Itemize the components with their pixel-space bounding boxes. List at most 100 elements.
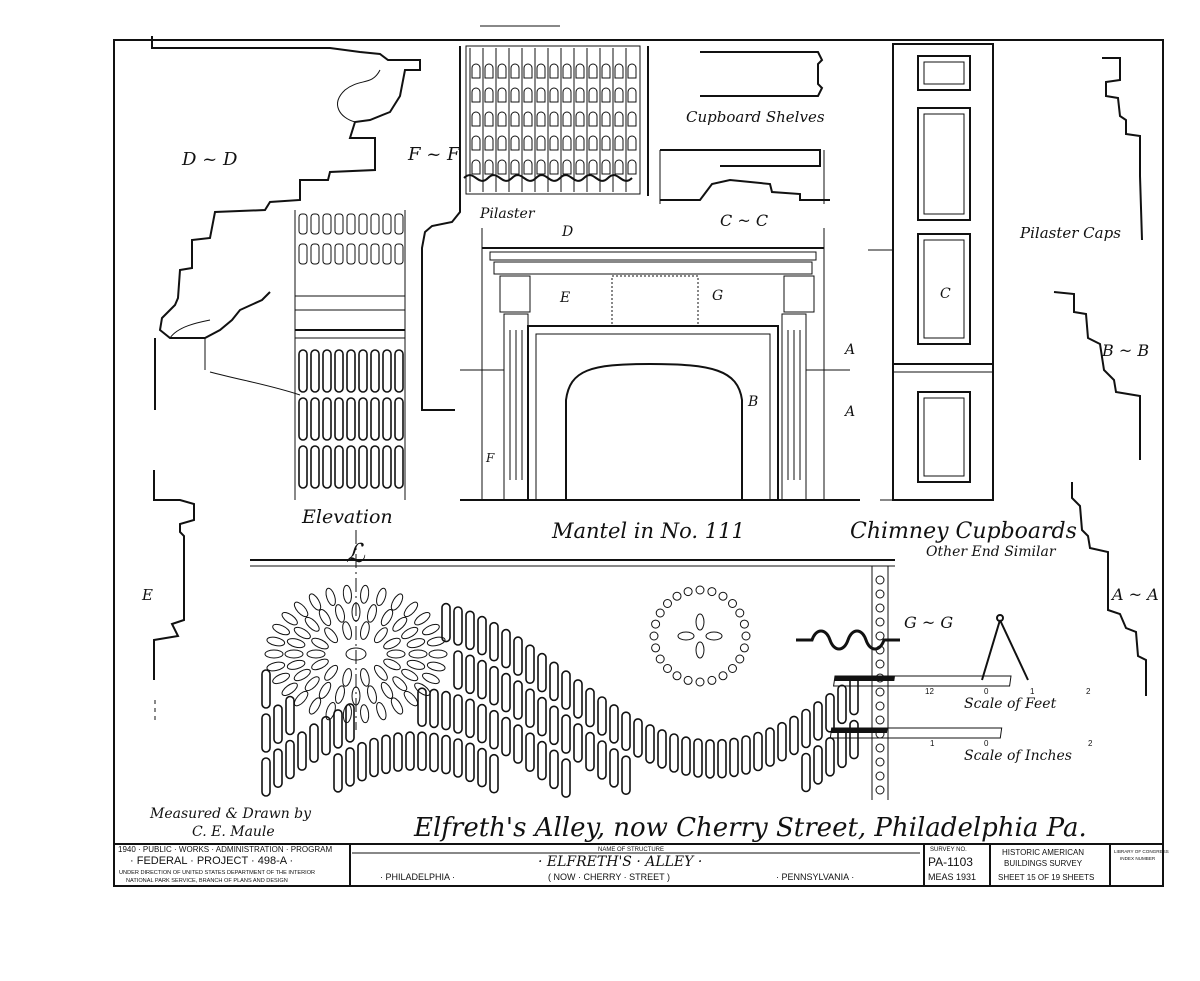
rosette-petal [311,658,329,671]
main-title: Elfreth's Alley, now Cherry Street, Phil… [413,813,1087,843]
frieze-slot [561,714,571,754]
frieze-slot [537,696,547,737]
rosette-petal [360,668,370,687]
rosette-petal [325,587,336,607]
frieze-slot [837,728,847,769]
frieze-dot [875,575,885,585]
frieze-slot [525,688,535,729]
rosette-petal [422,623,440,636]
elevation-slot [370,349,380,393]
rosette-petal [293,668,311,682]
label-dd: D ~ D [181,149,238,170]
rosette-petal [366,685,378,704]
rosette-petal [306,649,326,659]
label-bb: B ~ B [1101,341,1149,360]
frieze-dot [875,687,885,697]
flute-cap [536,87,546,103]
nps-line: NATIONAL PARK SERVICE, BRANCH OF PLANS A… [126,878,288,884]
frieze-slot [465,610,475,651]
frieze-slot [465,654,475,695]
frieze-slot [333,753,343,793]
wave-molding-ff [463,174,633,182]
frieze-slot [501,672,511,713]
flute-cap [510,135,520,151]
label-gg: G ~ G [904,613,953,632]
feet-tick-1: 1 [1030,687,1035,696]
profile-e [153,470,195,680]
frieze-slot [837,684,847,725]
elevation-slot [382,349,392,393]
elevation-slot [298,349,308,393]
rosette-petal [281,682,298,697]
frieze-slot [669,733,679,773]
flute-cap [575,159,585,175]
rosette-petal [351,686,361,706]
frieze-slot [525,644,535,685]
frieze-slot [501,628,511,669]
rosette-petal [406,638,426,649]
elevation-slot [358,349,368,393]
frieze-dot [875,771,885,781]
rosette-dot [739,643,749,653]
rosette-petal [383,637,401,650]
rosette-petal [351,602,361,622]
section-cc [659,149,830,204]
flute-cap [497,135,507,151]
frieze-slot [261,669,271,709]
frieze-slot [477,747,487,788]
flute-cap [471,111,481,127]
rosette-petal [311,637,329,650]
profile-aa [1071,482,1147,696]
structure-name: · ELFRETH'S · ALLEY · [538,854,702,870]
frieze-slot [537,652,547,693]
frieze-slot [441,690,451,731]
elevation-slot [334,397,344,441]
rosette-dot [739,619,749,629]
rosette-petal [373,664,388,681]
frieze-slot [777,721,787,762]
flute-cap [497,111,507,127]
elevation-slot [346,349,356,393]
flute-rows-top [469,48,637,192]
frieze-slot [813,701,823,741]
flute-cap [471,135,481,151]
frieze-slot [417,687,427,728]
inch-tick-2: 2 [1088,739,1093,748]
frieze-slot [537,740,547,781]
flute-cap [510,111,520,127]
flute-cap [575,135,585,151]
frieze-slot [825,692,835,733]
feet-tick-2: 2 [1086,687,1091,696]
elevation-slot [322,397,332,441]
rosette-petal [426,661,446,672]
label-scale-feet: Scale of Feet [964,696,1057,712]
rosette-petal [408,649,428,659]
frieze-slot [273,748,283,789]
elevation-slot [322,445,332,489]
flute-cap [575,87,585,103]
rosette-petal [318,681,332,699]
frieze-dot [875,617,885,627]
frieze-slot [369,737,379,778]
frieze-slot [513,636,523,676]
flute-cap [536,111,546,127]
flute-cap [575,63,585,79]
elevation-cap [322,213,332,235]
frieze-dot [875,715,885,725]
inch-tick-0: 0 [984,739,989,748]
flute-cap [614,87,624,103]
rosette-petal [392,676,408,692]
rosette-dot [683,587,693,597]
flute-cap [523,87,533,103]
rosette-petal [334,604,346,623]
frieze-slot [357,741,367,782]
frieze-slot [717,738,727,779]
rosette-petal [406,659,426,670]
frieze-slot [549,661,559,702]
label-pilaster-caps: Pilaster Caps [1019,224,1121,242]
elevation-cap [394,243,404,265]
rosette-petal [293,626,311,640]
mantel-label-a1: A [843,342,855,358]
loc-line2: INDEX NUMBER [1120,856,1156,861]
frieze-dot-column [875,575,885,795]
